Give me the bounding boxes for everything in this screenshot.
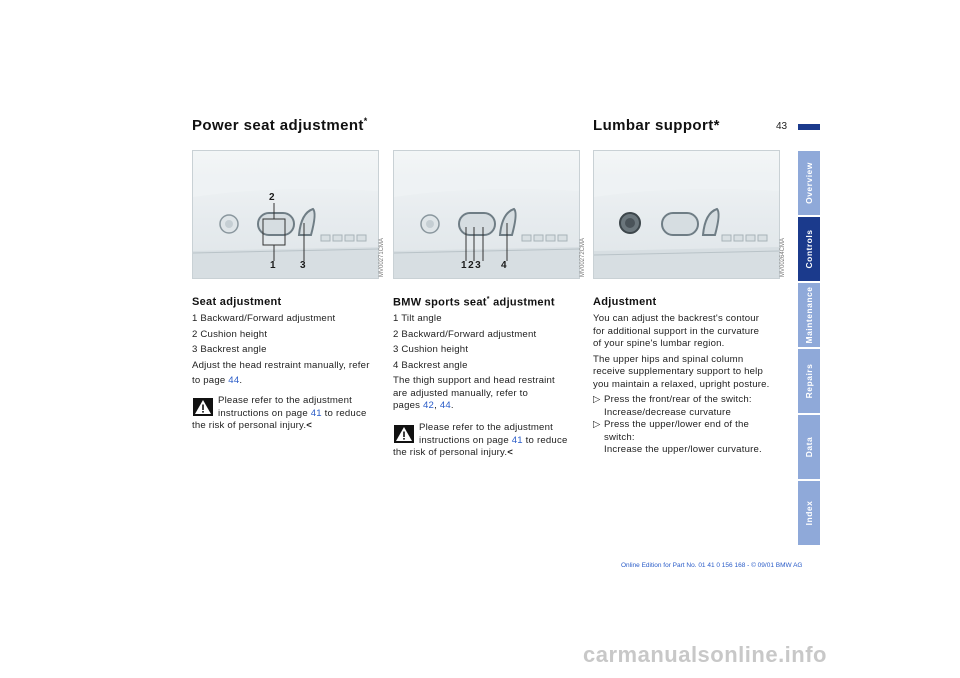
page-link-41[interactable]: 41 — [511, 434, 523, 446]
page-title-left: Power seat adjustment* — [192, 116, 368, 134]
paragraph-line: Adjust the head restraint manually, refe… — [192, 359, 370, 371]
callout-3: 3 — [300, 260, 306, 271]
callout-1: 1 — [461, 260, 469, 271]
bullet-item: ▷Press the upper/lower end of the — [593, 419, 750, 430]
seat-adjustment-heading: Seat adjustment — [192, 296, 282, 308]
page-link-44[interactable]: 44 — [228, 375, 240, 386]
sports-seat-body: 1 Tilt angle 2 Backward/Forward adjustme… — [393, 311, 588, 413]
title-text: Power seat adjustment — [192, 117, 364, 134]
warning-text-2: Please refer to the adjustment instructi… — [393, 422, 568, 458]
lumbar-adjustment-heading: Adjustment — [593, 296, 657, 308]
tab-repairs[interactable]: Repairs — [798, 349, 820, 413]
list-item: 1 Backward/Forward adjustment — [192, 313, 336, 324]
page-link-44[interactable]: 44 — [439, 400, 451, 411]
page-title-right: Lumbar support* — [593, 117, 720, 134]
end-mark: < — [507, 447, 514, 458]
sports-seat-heading: BMW sports seat* adjustment — [393, 296, 555, 309]
seat-adjustment-image — [192, 150, 379, 279]
callout-2: 2 — [468, 260, 476, 271]
tab-index[interactable]: Index — [798, 481, 820, 545]
warning-icon — [394, 425, 414, 443]
callout-3: 3 — [475, 260, 483, 271]
callout-2: 2 — [269, 192, 275, 203]
callout-4: 4 — [501, 260, 507, 271]
tab-controls[interactable]: Controls — [798, 217, 820, 281]
list-item: 2 Backward/Forward adjustment — [393, 328, 537, 340]
page-number: 43 — [776, 121, 788, 132]
page-link-42[interactable]: 42 — [423, 400, 435, 411]
paragraph: The thigh support and head restraint are… — [393, 375, 555, 411]
warning-text-1: Please refer to the adjustment instructi… — [192, 395, 367, 431]
image-code-1: MV00271CMA — [379, 237, 385, 277]
bullet-arrow-icon: ▷ — [593, 419, 601, 430]
lumbar-support-image — [593, 150, 780, 279]
page-link-41[interactable]: 41 — [310, 407, 322, 419]
list-item: 2 Cushion height — [192, 328, 268, 340]
list-item: 1 Tilt angle — [393, 313, 442, 324]
image-code-2: MV00272CMA — [580, 237, 586, 277]
list-item: 3 Cushion height — [393, 344, 469, 355]
list-item: 4 Backrest angle — [393, 359, 468, 371]
paragraph-line: to page 44. — [192, 375, 243, 386]
sports-seat-image — [393, 150, 580, 279]
tab-data[interactable]: Data — [798, 415, 820, 479]
watermark: carmanualsonline.info — [583, 642, 827, 667]
bullet-arrow-icon: ▷ — [593, 394, 601, 405]
section-tabs: Overview Controls Maintenance Repairs Da… — [798, 151, 820, 547]
footer-edition: Online Edition for Part No. 01 41 0 156 … — [621, 562, 803, 569]
warning-icon — [193, 398, 213, 416]
title-star: * — [363, 116, 368, 126]
tab-overview[interactable]: Overview — [798, 151, 820, 215]
end-mark: < — [306, 420, 313, 431]
sports-callouts: 123 — [461, 260, 482, 271]
callout-1: 1 — [270, 260, 276, 271]
seat-adjustment-body: 1 Backward/Forward adjustment 2 Cushion … — [192, 311, 387, 389]
bullet-item: ▷Press the front/rear of the switch: — [593, 394, 752, 405]
tab-maintenance[interactable]: Maintenance — [798, 283, 820, 347]
image-code-3: MV00264CMA — [780, 237, 786, 277]
page-number-bar — [798, 124, 820, 130]
list-item: 3 Backrest angle — [192, 344, 267, 355]
lumbar-body: You can adjust the backrest's contour fo… — [593, 313, 793, 457]
